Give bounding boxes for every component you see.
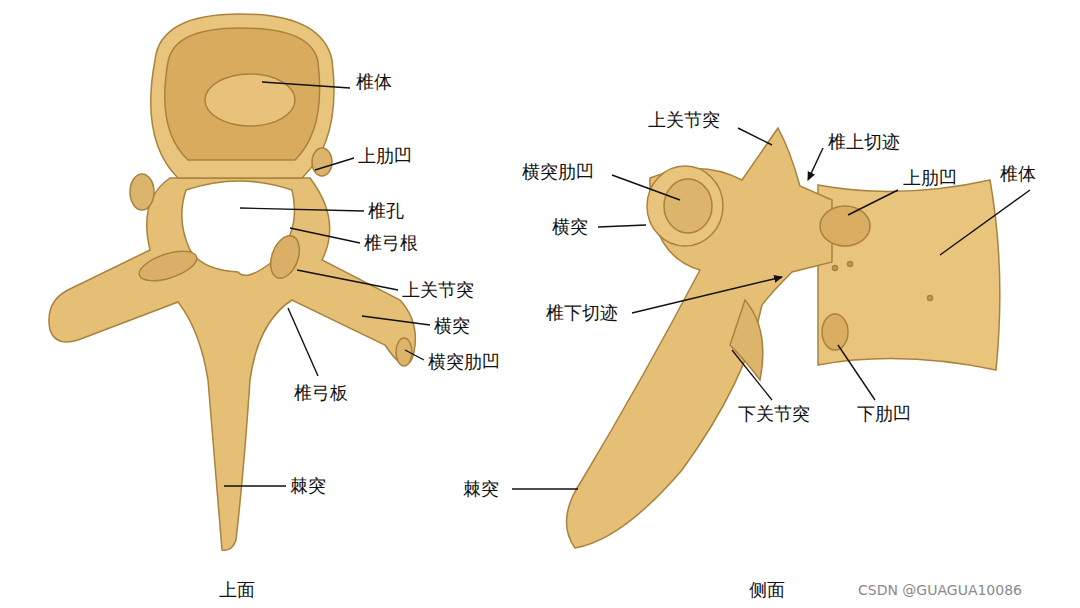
part-label: 椎上切迹 [828,131,900,153]
part-label: 下肋凹 [857,403,911,425]
part-label: 下关节突 [738,403,810,425]
part-label: 上肋凹 [903,167,957,189]
part-label: 椎体 [1000,163,1036,185]
part-label: 横突 [434,315,470,337]
part-label: 棘突 [290,475,326,497]
part-label: 上肋凹 [358,145,412,167]
part-label: 椎弓根 [364,232,418,254]
part-label: 上面 [219,579,255,601]
part-label: 椎下切迹 [546,302,618,324]
part-label: 横突 [552,216,588,238]
part-label: 椎弓板 [294,382,348,404]
part-label: 横突肋凹 [428,351,500,373]
part-label: 椎体 [356,71,392,93]
part-label: 横突肋凹 [522,161,594,183]
part-label: 侧面 [749,579,785,601]
part-label: 上关节突 [648,109,720,131]
watermark: CSDN @GUAGUA10086 [858,582,1022,599]
part-label: 椎孔 [368,200,404,222]
part-label: 棘突 [463,478,499,500]
part-label: 上关节突 [402,279,474,301]
